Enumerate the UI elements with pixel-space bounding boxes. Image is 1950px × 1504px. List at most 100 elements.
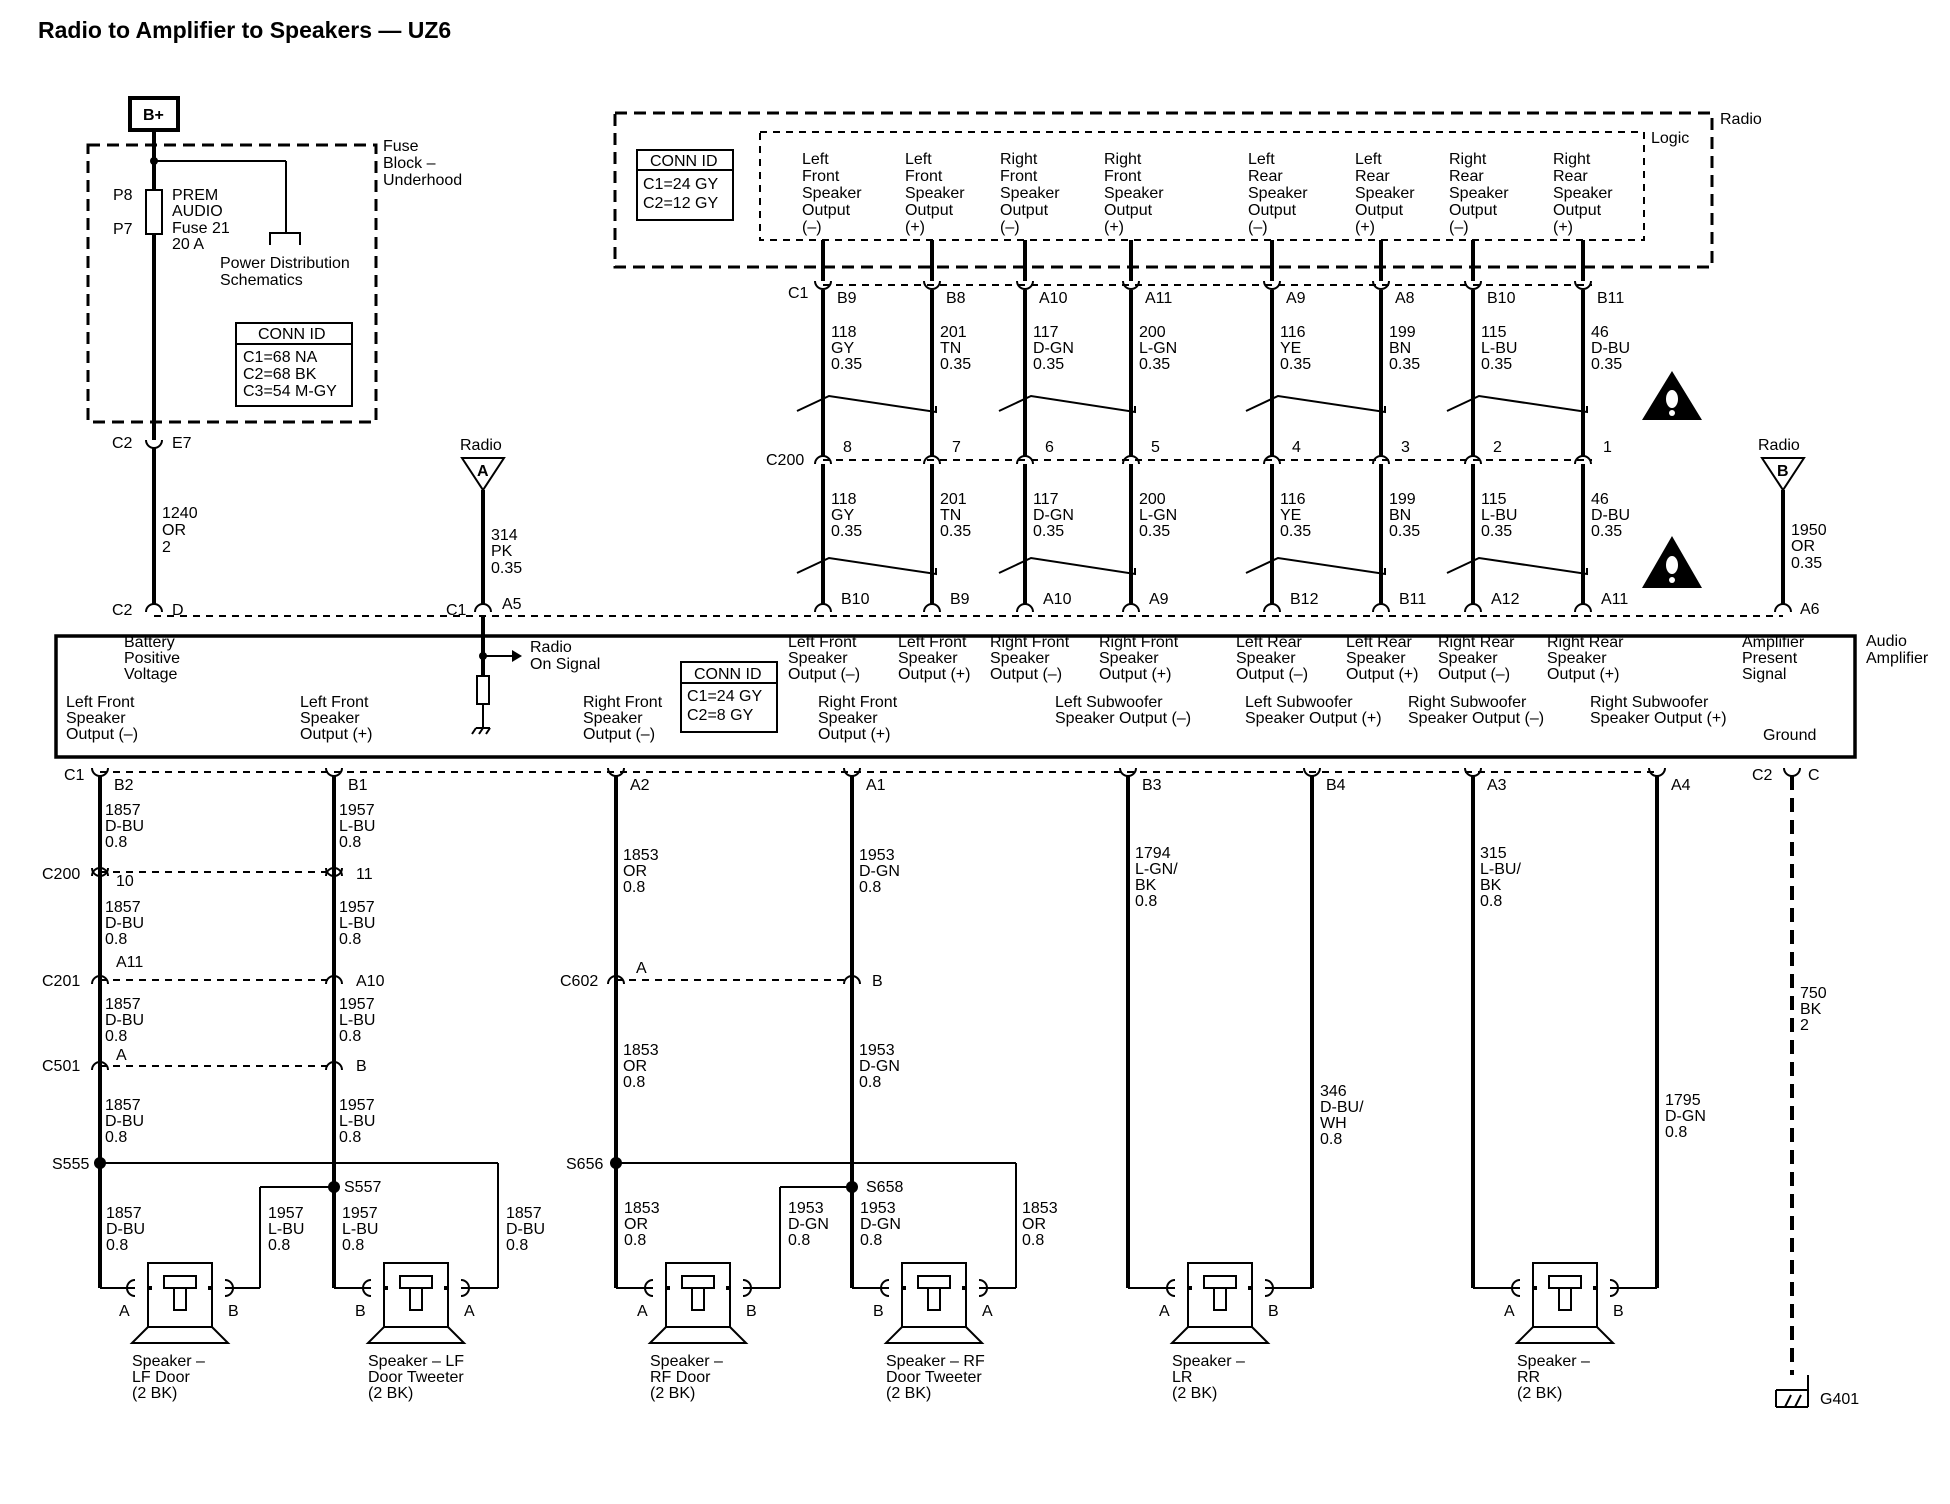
radio-a-label: Radio [460,437,502,454]
radio-b-letter: B [1777,463,1789,480]
wire-label: 0.8 [339,1028,361,1045]
radio-output-label: (+) [1355,219,1375,236]
wire-label: 0.35 [1481,523,1512,540]
wire-label: 0.35 [1033,523,1064,540]
speaker-label: RR [1517,1369,1540,1386]
wire-label: 0.8 [859,879,881,896]
wire-label: L-BU [339,818,375,835]
wire-label: 116 [1280,491,1306,508]
wire-label: OR [624,1216,648,1233]
radio-output-label: Speaker [1248,185,1308,202]
amp-pin-label: Output (+) [300,726,372,743]
wire-label: D-BU [105,1113,144,1130]
fuse-block: B+ Fuse Block – Underhood Power Distribu… [86,96,462,440]
amp-pin-label: Speaker Output (–) [1408,710,1544,727]
wire-label: BK [1135,877,1157,894]
conn-id-line: C3=54 M-GY [243,383,337,400]
speaker-pin: A [1159,1303,1170,1320]
wire-label: 0.8 [105,1028,127,1045]
amp-conn-id-box [680,661,778,733]
speaker-label: (2 BK) [1172,1385,1217,1402]
amp-pin-label: Left Front [788,634,857,651]
wire-label: 0.35 [1389,356,1420,373]
wire-label: L-GN [1139,507,1177,524]
wire-label: D-BU [105,818,144,835]
connector-pin: A11 [116,954,143,971]
radio-output-label: Front [1000,168,1038,185]
wire-label: L-BU [268,1221,304,1238]
radio-output-label: Right [1104,151,1142,168]
conn-id-line: C2=68 BK [243,366,317,383]
wire-label: D-GN [1033,507,1074,524]
amp-pin-label: Speaker [990,650,1050,667]
connector-pin: 2 [1493,439,1502,456]
speaker-label: (2 BK) [1517,1385,1562,1402]
radio-output-label: Rear [1248,168,1283,185]
wire-label: 0.35 [831,356,862,373]
connector-pin: 3 [1401,439,1410,456]
speaker-pin: B [228,1303,239,1320]
wire-label: L-BU [1481,340,1517,357]
audio-amplifier: Audio Amplifier Radio On Signal CONN ID … [54,615,1929,759]
amplifier-label: Audio [1866,633,1907,650]
wire-label: 0.8 [788,1232,810,1249]
wire-label: 1957 [268,1205,304,1222]
wire-label: 115 [1481,324,1507,341]
wire-label: GY [831,340,854,357]
wire-label: L-GN/ [1135,861,1178,878]
wire-label: PK [491,543,513,560]
wire-label: 0.35 [1280,523,1311,540]
wire-label: TN [940,340,961,357]
connector-label: C2 [1752,767,1773,784]
wire-label: TN [940,507,961,524]
connector-pin: A3 [1487,777,1507,794]
wire-label: 118 [831,324,857,341]
connector-label: C1 [446,602,467,619]
amp-pin-label: Speaker [300,710,360,727]
splice-dot [610,1157,622,1169]
amp-pin-label: Speaker Output (+) [1245,710,1382,727]
connector-label: C200 [42,866,80,883]
speaker-label: (2 BK) [886,1385,931,1402]
wire-label: 117 [1033,491,1059,508]
radio-output-label: (+) [905,219,925,236]
wire-label: L-BU/ [1480,861,1521,878]
amp-pin-label: Speaker [788,650,848,667]
wire-label: 1957 [339,1097,375,1114]
connector-pin: B3 [1142,777,1162,794]
amp-pin-label: Output (+) [1547,666,1619,683]
speaker-label: Speaker – [1517,1353,1590,1370]
wire-label: WH [1320,1115,1347,1132]
amp-pin-label: Speaker [1346,650,1406,667]
wire-label: 201 [940,491,967,508]
fuse-icon [145,189,163,235]
wire-label: 46 [1591,324,1609,341]
connector-pin: 6 [1045,439,1054,456]
conn-id-header: CONN ID [694,666,762,683]
amp-pin-label: Output (+) [1099,666,1171,683]
radio-a-symbol: Radio A 314 PK 0.35 C1 A5 [446,437,522,619]
speaker-pin: A [119,1303,130,1320]
wire-label: 1857 [106,1205,142,1222]
speaker-pin: B [355,1303,366,1320]
wire-label: D-BU/ [1320,1099,1364,1116]
wire-label: YE [1280,340,1301,357]
connector-pin: A10 [356,973,385,990]
wire-label: 0.35 [1139,523,1170,540]
radio-output-label: (–) [1248,219,1268,236]
wire-label: 1857 [105,802,141,819]
radio-output-label: Output [1248,202,1297,219]
wire-label: OR [1791,538,1815,555]
wire-label: 0.8 [623,1074,645,1091]
fuse-block-label: Fuse [383,138,419,155]
radio-output-labels: LeftFrontSpeakerOutput(–)LeftFrontSpeake… [802,151,1613,236]
wire-label: 0.35 [1591,523,1622,540]
amp-pin-label: Amplifier [1742,634,1805,651]
wire-label: 199 [1389,324,1416,341]
splice-label: S555 [52,1156,89,1173]
wire-label: 1794 [1135,845,1171,862]
